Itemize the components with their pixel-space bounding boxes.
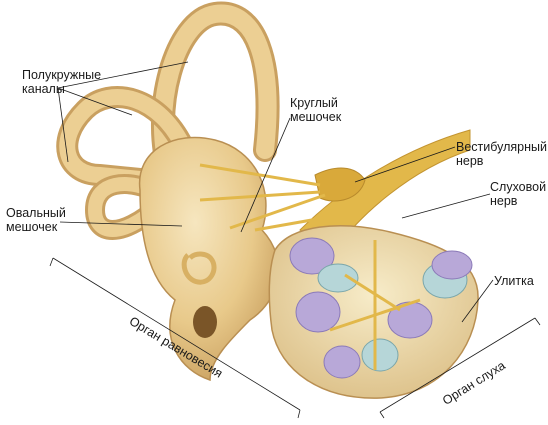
label-vestibular-nerve-line1: Вестибулярный [456, 140, 547, 154]
label-round-sac-line2: мешочек [290, 110, 342, 124]
label-oval-sac-line1: Овальный [6, 206, 66, 220]
label-vestibular-nerve: Вестибулярный нерв [456, 140, 547, 168]
nerve-bundle [199, 129, 471, 251]
label-oval-sac-line2: мешочек [6, 220, 58, 234]
label-semicircular-canals-line1: Полукружные [22, 68, 102, 82]
round-window-coil [181, 251, 217, 285]
label-vestibular-nerve-line2: нерв [456, 154, 484, 168]
leader-lines [49, 61, 541, 419]
oval-window [193, 306, 217, 338]
label-oval-sac: Овальный мешочек [6, 206, 66, 234]
label-semicircular-canals-line2: каналы [22, 82, 65, 96]
label-cochlea: Улитка [494, 274, 534, 288]
label-round-sac-line1: Круглый [290, 96, 338, 110]
label-round-sac: Круглый мешочек [290, 96, 341, 124]
cochlear-turns [289, 237, 473, 379]
label-auditory-nerve-line2: нерв [490, 194, 518, 208]
cochlea [268, 225, 479, 399]
label-auditory-nerve: Слуховой нерв [490, 180, 546, 208]
label-auditory-nerve-line1: Слуховой [490, 180, 547, 194]
label-semicircular-canals: Полукружные каналы [22, 68, 101, 96]
semicircular-canals [56, 1, 280, 240]
